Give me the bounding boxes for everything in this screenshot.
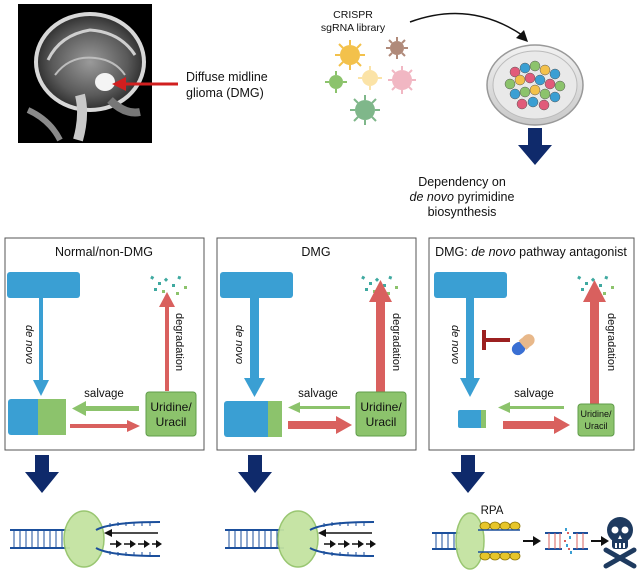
dependency-pyrimidine: pyrimidine [454, 190, 514, 204]
virus-icon [388, 66, 416, 94]
virus-icon [358, 66, 382, 90]
lagging-strand-arrows [324, 540, 376, 548]
uridine-box [577, 403, 615, 437]
panel-title: DMG: de novo pathway antagonist [435, 245, 627, 259]
virus-particles-group [325, 37, 416, 125]
panel-title: Normal/non-DMG [55, 245, 153, 259]
mri-label-line1: Diffuse midline [186, 70, 268, 84]
helicase-icon [63, 510, 105, 568]
uridine-line1: Uridine/ [360, 400, 402, 414]
navy-down-arrow [451, 455, 485, 493]
salvage-label: salvage [514, 388, 554, 400]
replication-fork-normal [10, 510, 162, 568]
navy-down-arrow [25, 455, 59, 493]
cell-cluster [504, 60, 566, 111]
uridine-line2: Uracil [156, 415, 187, 429]
dependency-line2: de novo pyrimidine [410, 190, 515, 204]
degradation-label: degradation [390, 313, 402, 371]
uridine-line1: Uridine/ [150, 400, 192, 414]
broken-dna-icon [545, 528, 588, 554]
inhibitor-bar-icon [482, 330, 510, 350]
nucleotide-box [458, 410, 486, 428]
salvage-label: salvage [84, 388, 124, 400]
rpa-label: RPA [481, 505, 504, 517]
panel-title-italic: de novo [471, 245, 516, 259]
replication-fork-dmg [225, 510, 376, 568]
lagging-strand-arrows [110, 540, 162, 548]
rpa-protein-icons [479, 521, 521, 561]
mri-pointer-arrow [112, 77, 178, 91]
de-novo-label: de novo [449, 325, 461, 364]
degraded-fragments-icon [150, 275, 187, 295]
degradation-label: degradation [173, 313, 185, 371]
panel-dmg: DMG de novo degradation Uridine/ Uracil … [216, 237, 417, 451]
de-novo-label: de novo [23, 325, 35, 364]
helicase-icon [455, 512, 485, 570]
crispr-label-line2: sgRNA library [321, 22, 386, 34]
de-novo-label: de novo [233, 325, 245, 364]
nucleotide-box [224, 401, 282, 437]
pill-icon [511, 334, 535, 356]
uridine-line1: Uridine/ [580, 409, 612, 419]
curved-arrow-to-dish [409, 12, 528, 42]
navy-down-arrow [238, 455, 272, 493]
helicase-icon [277, 510, 319, 568]
uridine-line2: Uracil [366, 415, 397, 429]
panel-antagonist: DMG: de novo pathway antagonist de novo [428, 237, 635, 451]
panel-normal: Normal/non-DMG de novo degradation Uridi… [4, 237, 205, 451]
degradation-label: degradation [605, 313, 617, 371]
virus-icon [386, 37, 408, 59]
skull-crossbones-icon [603, 517, 637, 569]
uridine-box [355, 391, 407, 437]
salvage-label: salvage [298, 388, 338, 400]
petri-dish-icon [486, 44, 584, 126]
uridine-line2: Uracil [584, 421, 607, 431]
dependency-line3: biosynthesis [428, 205, 497, 219]
mri-label-line2: glioma (DMG) [186, 86, 264, 100]
dependency-denovo: de novo [410, 190, 455, 204]
panel-title-prefix: DMG: [435, 245, 471, 259]
replication-fork-stalled: RPA [432, 505, 637, 570]
uridine-box [145, 391, 197, 437]
precursor-box [434, 272, 507, 298]
precursor-box [7, 272, 80, 298]
panel-title-suffix: pathway antagonist [516, 245, 628, 259]
crispr-label-line1: CRISPR [333, 9, 373, 21]
virus-icon [325, 71, 347, 93]
precursor-box [220, 272, 293, 298]
dependency-line1: Dependency on [418, 175, 506, 189]
virus-icon [350, 95, 380, 125]
virus-icon [335, 40, 365, 70]
navy-down-arrow [518, 128, 552, 165]
panel-title: DMG [301, 245, 330, 259]
mri-image [18, 4, 152, 143]
